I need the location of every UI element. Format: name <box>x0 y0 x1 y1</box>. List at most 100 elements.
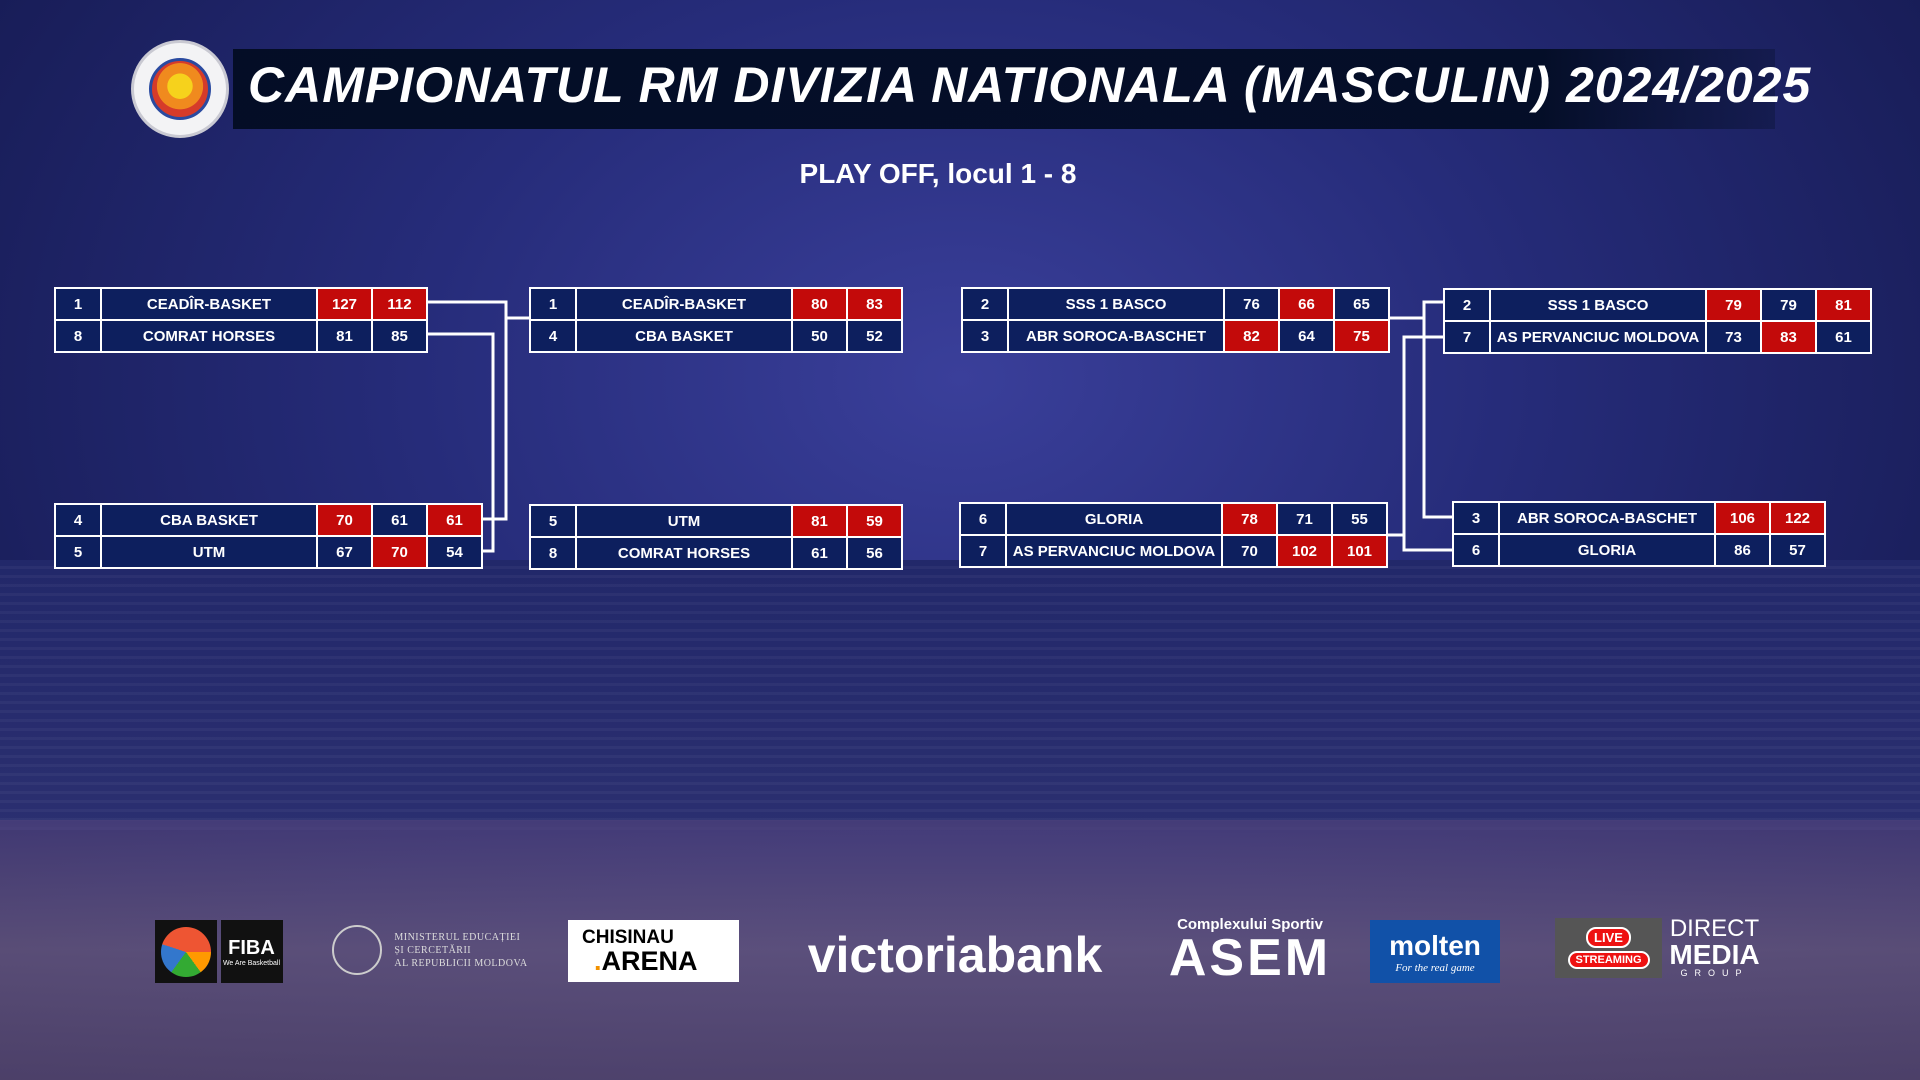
game-score: 52 <box>848 321 901 351</box>
sponsor-chisinau-arena: CHISINAU .ARENA <box>568 920 739 982</box>
game-score: 55 <box>1333 504 1386 534</box>
game-score: 61 <box>793 538 846 568</box>
game-score: 56 <box>848 538 901 568</box>
team-name: CEADÎR-BASKET <box>577 289 791 319</box>
arena-stands-background <box>0 560 1920 830</box>
team-name: UTM <box>102 537 316 567</box>
game-score: 61 <box>1817 322 1870 352</box>
fiba-tagline: We Are Basketball <box>222 959 281 967</box>
seed-number: 2 <box>1445 290 1489 320</box>
game-score: 57 <box>1771 535 1824 565</box>
game-score-winner: 101 <box>1333 536 1386 566</box>
game-score-winner: 70 <box>318 505 371 535</box>
game-score-winner: 122 <box>1771 503 1824 533</box>
game-score-winner: 78 <box>1223 504 1276 534</box>
game-score-winner: 79 <box>1707 290 1760 320</box>
seed-number: 6 <box>961 504 1005 534</box>
sponsor-molten: molten For the real game <box>1370 920 1500 983</box>
team-name: CEADÎR-BASKET <box>102 289 316 319</box>
bank-name: victoriabank <box>807 927 1103 983</box>
game-score: 54 <box>428 537 481 567</box>
game-score: 64 <box>1280 321 1333 351</box>
asem-line1: Complexului Sportiv <box>1177 915 1323 933</box>
game-score-winner: 83 <box>1762 322 1815 352</box>
game-score: 65 <box>1335 289 1388 319</box>
seed-number: 1 <box>531 289 575 319</box>
team-name: AS PERVANCIUC MOLDOVA <box>1491 322 1705 352</box>
sponsor-direct-media-group: DIRECT MEDIA GROUP <box>1662 916 1767 978</box>
sponsor-asem: Complexului Sportiv ASEM <box>1169 915 1330 984</box>
ministry-line: MINISTERUL EDUCAȚIEI <box>394 931 521 943</box>
dmg-line2: MEDIA <box>1669 938 1760 970</box>
team-name: GLORIA <box>1007 504 1221 534</box>
game-score-winner: 127 <box>318 289 371 319</box>
game-score-winner: 61 <box>428 505 481 535</box>
connector-line <box>1422 300 1452 519</box>
game-score-winner: 70 <box>373 537 426 567</box>
ministry-line: AL REPUBLICII MOLDOVA <box>394 957 528 969</box>
game-score: 71 <box>1278 504 1331 534</box>
seed-number: 3 <box>1454 503 1498 533</box>
game-score-winner: 106 <box>1716 503 1769 533</box>
team-name: AS PERVANCIUC MOLDOVA <box>1007 536 1221 566</box>
arena-dot: . <box>594 946 602 976</box>
bracket-subtitle: PLAY OFF, locul 1 - 8 <box>799 158 1077 189</box>
game-score-winner: 82 <box>1225 321 1278 351</box>
seed-number: 5 <box>56 537 100 567</box>
arena-line2: ARENA <box>601 946 698 976</box>
game-score: 73 <box>1707 322 1760 352</box>
title-bar <box>233 49 1775 129</box>
connector-line <box>425 332 495 553</box>
seed-number: 7 <box>961 536 1005 566</box>
connector-line <box>1402 335 1452 552</box>
game-score-winner: 81 <box>1817 290 1870 320</box>
game-score-winner: 80 <box>793 289 846 319</box>
team-name: UTM <box>577 506 791 536</box>
game-score: 79 <box>1762 290 1815 320</box>
live-label: LIVE <box>1586 927 1631 948</box>
team-name: ABR SOROCA-BASCHET <box>1009 321 1223 351</box>
game-score-winner: 75 <box>1335 321 1388 351</box>
fiba-ball-icon <box>154 920 217 983</box>
page-title: CAMPIONATUL RM DIVIZIA NATIONALA (MASCUL… <box>248 57 1812 113</box>
game-score-winner: 81 <box>793 506 846 536</box>
game-score: 86 <box>1716 535 1769 565</box>
fiba-name: FIBA <box>228 936 275 959</box>
game-score-winner: 83 <box>848 289 901 319</box>
seed-number: 2 <box>963 289 1007 319</box>
team-name: COMRAT HORSES <box>102 321 316 351</box>
game-score: 85 <box>373 321 426 351</box>
sponsor-victoriabank: victoriabank <box>785 912 1125 984</box>
game-score: 50 <box>793 321 846 351</box>
logo-emblem-icon <box>149 58 211 120</box>
molten-name: molten <box>1389 929 1481 961</box>
game-score: 67 <box>318 537 371 567</box>
seed-number: 6 <box>1454 535 1498 565</box>
dmg-line1: DIRECT <box>1669 914 1760 942</box>
live-streaming-badge: LIVE STREAMING <box>1555 918 1662 978</box>
game-score: 81 <box>318 321 371 351</box>
team-name: CBA BASKET <box>577 321 791 351</box>
team-name: CBA BASKET <box>102 505 316 535</box>
ministry-seal-icon <box>332 925 383 975</box>
